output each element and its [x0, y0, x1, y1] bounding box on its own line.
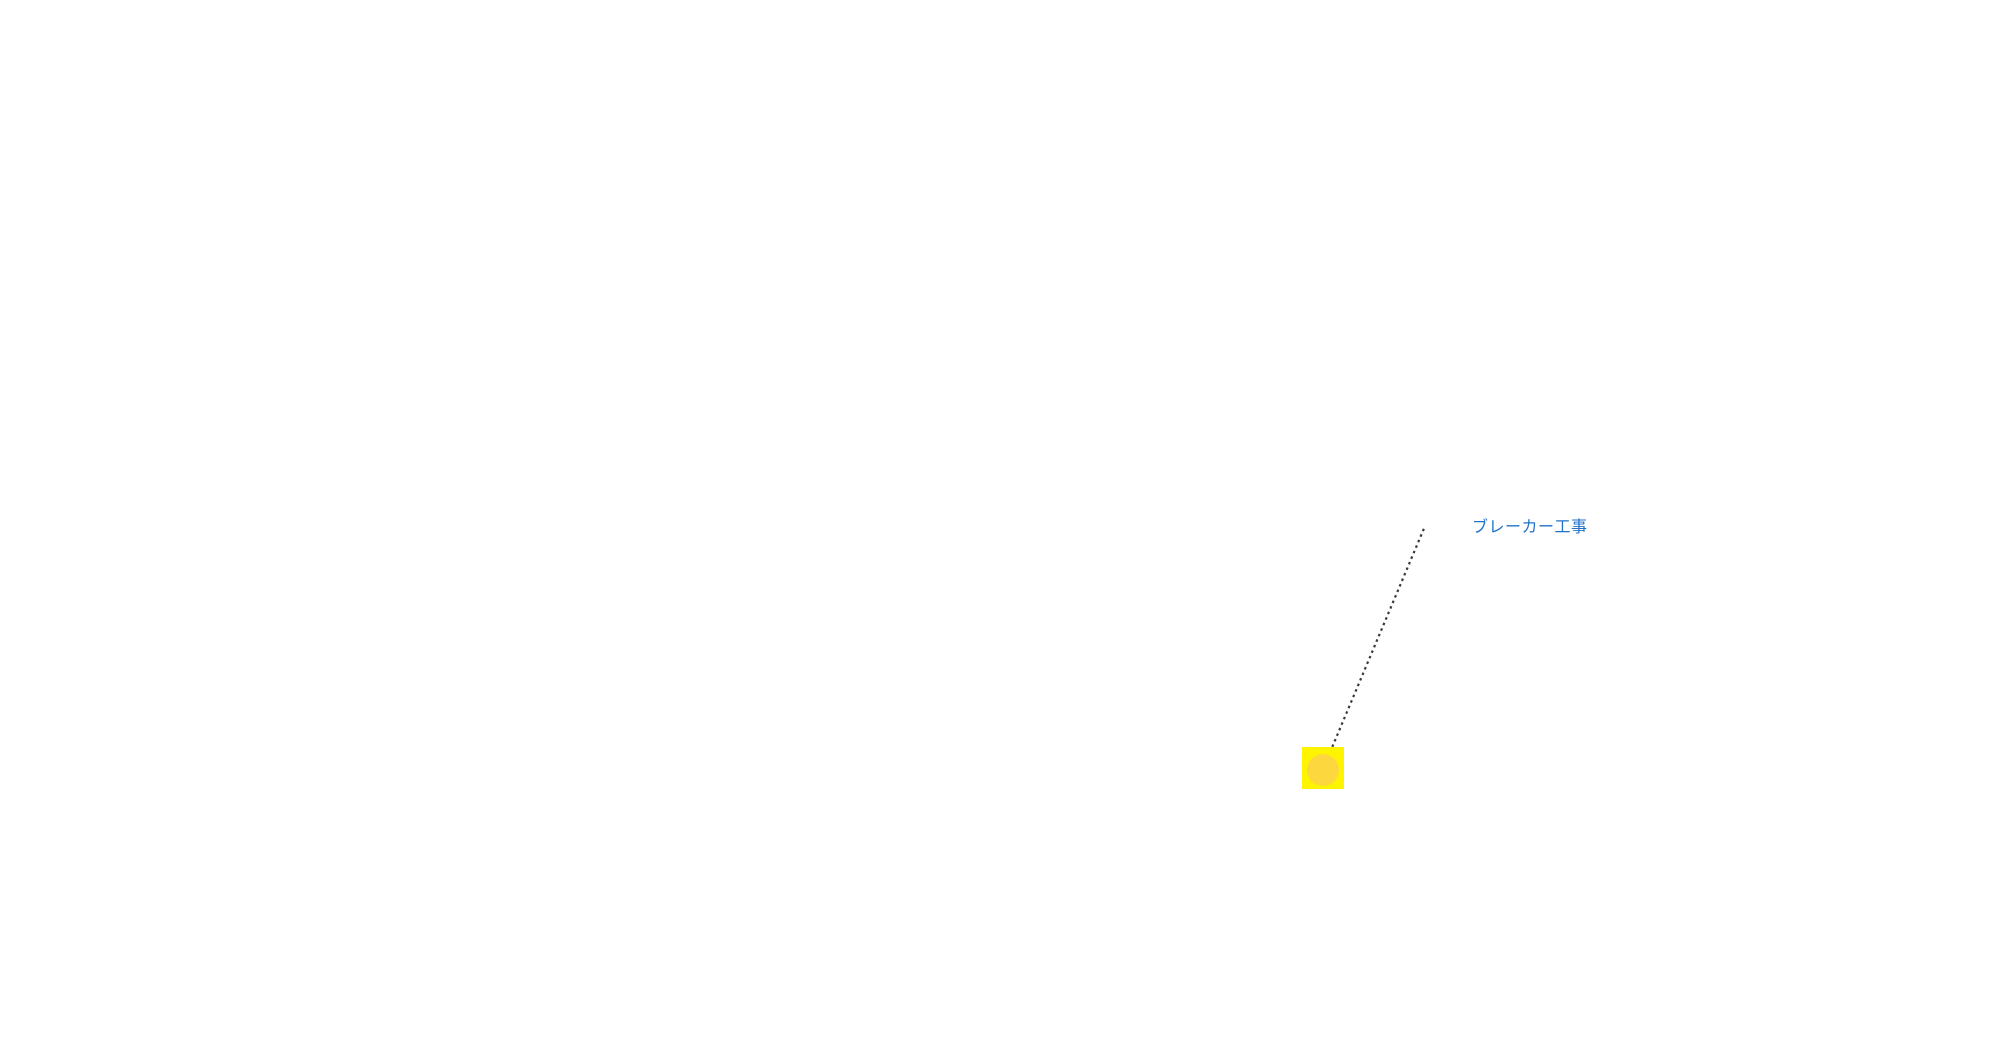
selected-marker-highlight[interactable]: [1302, 747, 1344, 789]
map-label[interactable]: ブレーカー工事: [1472, 519, 1588, 536]
marker-dot-icon: [1307, 754, 1339, 786]
leader-line-stroke: [1321, 525, 1427, 770]
